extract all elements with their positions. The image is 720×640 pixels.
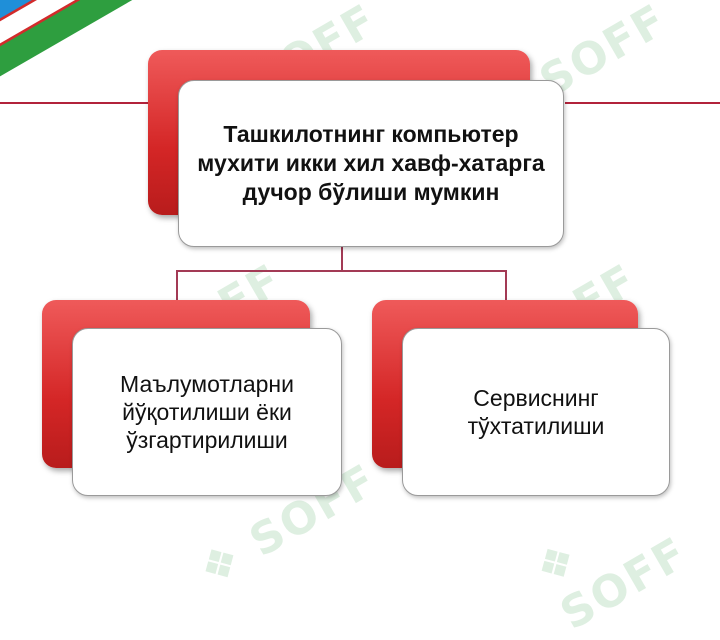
- root-node-label: Ташкилотнинг компьютер мухити икки хил х…: [197, 121, 545, 205]
- child-node-2: Сервиснинг тўхтатилиши: [402, 328, 670, 496]
- connector-vertical-root: [341, 247, 343, 271]
- header-rule-right: [565, 102, 720, 104]
- child-node-1: Маълумотларни йўқотилиши ёки ўзгартирили…: [72, 328, 342, 496]
- root-node: Ташкилотнинг компьютер мухити икки хил х…: [178, 80, 564, 247]
- child-node-1-label: Маълумотларни йўқотилиши ёки ўзгартирили…: [120, 371, 294, 453]
- child-node-2-label: Сервиснинг тўхтатилиши: [467, 385, 605, 439]
- uzbek-flag-corner-decoration: [0, 0, 140, 90]
- connector-vertical-left: [176, 270, 178, 300]
- header-rule-left: [0, 102, 150, 104]
- connector-vertical-right: [505, 270, 507, 300]
- connector-horizontal: [176, 270, 507, 272]
